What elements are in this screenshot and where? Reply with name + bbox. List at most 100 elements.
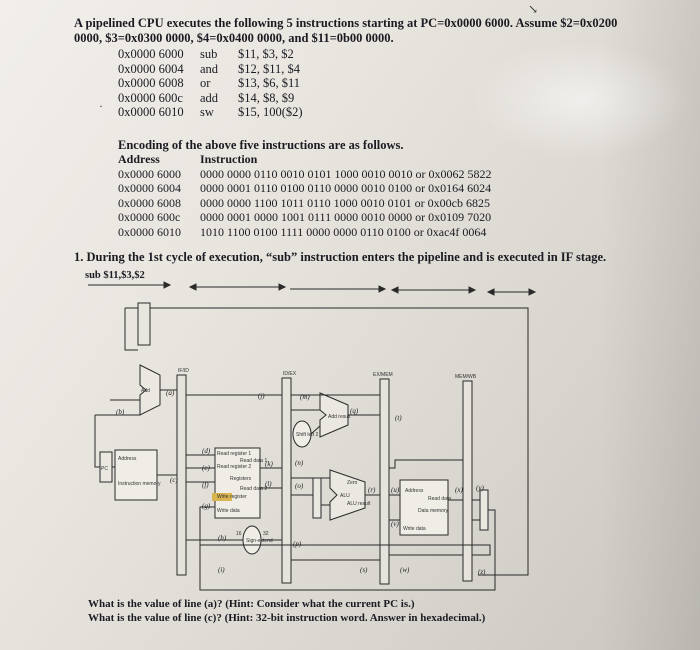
read-reg2-label: Read register 2 (217, 464, 251, 470)
registers-label: Registers (230, 476, 252, 482)
encoding-row: 0x0000 6004 0000 0001 0110 0100 0110 000… (118, 181, 492, 196)
enc-code: 1010 1100 0100 1111 0000 0000 0110 0100 … (200, 224, 487, 239)
light-glare (470, 40, 690, 160)
encoding-row: 0x0000 6008 0000 0000 1100 1011 0110 100… (118, 196, 492, 211)
instruction-row: 0x0000 6004 and $12, $11, $4 (118, 62, 303, 77)
line-label-n: (n) (295, 459, 304, 467)
instr-address: 0x0000 6010 (118, 105, 184, 119)
wire (310, 425, 321, 435)
if-id-label: IF/ID (178, 368, 189, 374)
imem-label: Instruction memory (118, 481, 161, 487)
instr-address: 0x0000 6004 (118, 61, 184, 76)
line-label-s: (s) (360, 566, 368, 574)
arrow-head (390, 286, 399, 294)
wire (200, 544, 491, 556)
zero-label: Zero (347, 480, 358, 486)
sign-extend-label: Sign-extend (246, 538, 273, 544)
wire (124, 308, 138, 351)
width-16-label: 16 (236, 531, 242, 537)
arrow-head (163, 281, 172, 289)
add-result-label: Add result (328, 414, 351, 420)
instr-args: $14, $8, $9 (238, 90, 295, 105)
col-instruction-header: Instruction (200, 152, 258, 166)
line-label-r: (r) (368, 486, 376, 494)
dmem-read-data-label: Read data (428, 496, 451, 502)
arrow-head (188, 283, 197, 291)
line-label-q: (q) (350, 407, 359, 415)
line-label-u: (u) (391, 486, 400, 494)
instr-args: $12, $11, $4 (238, 61, 301, 76)
line-label-d: (d) (202, 447, 211, 455)
encoding-row: 0x0000 6010 1010 1100 0100 1111 0000 000… (118, 225, 492, 240)
register-file (214, 447, 261, 519)
enc-code: 0000 0001 0110 0100 0110 0000 0010 0100 … (200, 181, 492, 195)
line-label-z: (z) (478, 568, 486, 576)
mem-wb-label: MEM/WB (455, 374, 477, 380)
arrow-head (278, 283, 287, 291)
line-label-p: (p) (293, 540, 302, 548)
encoding-table: Address Instruction 0x0000 6000 0000 000… (118, 152, 492, 239)
line-label-w: (w) (400, 566, 410, 574)
line-label-o: (o) (295, 482, 304, 490)
instr-address: 0x0000 600c (118, 90, 183, 105)
problem-intro: A pipelined CPU executes the following 5… (74, 16, 618, 45)
id-ex-label: ID/EX (283, 371, 297, 377)
pc-adder (139, 364, 161, 416)
dmem-label: Data memory (418, 508, 449, 514)
enc-address: 0x0000 600c (118, 210, 181, 224)
instr-args: $15, 100($2) (238, 105, 303, 119)
line-label-h: (h) (218, 534, 227, 542)
enc-address: 0x0000 6004 (118, 181, 181, 195)
alu-src-mux (312, 477, 322, 519)
alu-result-label: ALU result (347, 501, 371, 507)
encoding-row: 0x0000 6000 0000 0000 0110 0010 0101 100… (118, 167, 492, 182)
question-line-c: What is the value of line (c)? (Hint: 32… (88, 612, 486, 624)
instr-args: $13, $6, $11 (238, 76, 301, 90)
instruction-row: 0x0000 6000 sub $11, $3, $2 (118, 47, 303, 62)
arrow-head (468, 286, 477, 294)
line-label-j: (j) (258, 392, 265, 400)
instruction-row: 0x0000 6008 or $13, $6, $11 (118, 76, 303, 91)
line-label-m: (m) (300, 393, 310, 401)
encoding-heading: Encoding of the above five instructions … (118, 138, 404, 152)
enc-code: 0000 0000 1100 1011 0110 1000 0010 0101 … (200, 195, 490, 210)
enc-address: 0x0000 6000 (118, 166, 181, 181)
if-id-register (176, 374, 187, 576)
instr-address: 0x0000 6000 (118, 47, 184, 61)
line-label-e: (e) (202, 464, 210, 472)
instr-op: add (200, 90, 219, 105)
instruction-memory (114, 449, 158, 501)
wb-mux (479, 489, 489, 531)
question-line-a: What is the value of line (a)? (Hint: Co… (88, 598, 415, 610)
arrow-head (486, 288, 495, 296)
branch-adder (319, 392, 349, 438)
encoding-row: 0x0000 600c 0000 0001 0000 1001 0111 000… (118, 210, 492, 225)
instr-op: or (200, 76, 211, 90)
line-label-l: (l) (265, 480, 272, 488)
enc-address: 0x0000 6008 (118, 195, 181, 210)
ex-mem-label: EX/MEM (373, 372, 393, 378)
sub-instruction-label: sub $11,$3,$2 (85, 270, 145, 281)
dmem-address-label: Address (405, 488, 424, 494)
pc-label: PC (101, 466, 108, 472)
pen-mark: ↘ (528, 2, 539, 16)
read-reg1-label: Read register 1 (217, 451, 251, 457)
pc-adder-label: Add (141, 388, 150, 394)
write-data-label: Write data (217, 508, 240, 514)
read-data2-label: Read data 2 (240, 486, 267, 492)
write-reg-label: Write register (217, 494, 247, 500)
instr-op: and (200, 61, 219, 76)
col-address-header: Address (118, 152, 160, 166)
bullet-mark: · (99, 99, 103, 113)
alu (329, 469, 366, 521)
enc-code: 0000 0001 0000 1001 0111 0000 0010 0000 … (200, 210, 492, 224)
line-label-v: (v) (391, 520, 399, 528)
width-32-label: 32 (263, 531, 269, 537)
enc-code: 0000 0000 0110 0010 0101 1000 0010 0010 … (200, 166, 492, 181)
imem-address-label: Address (118, 456, 137, 462)
alu-label: ALU (340, 493, 350, 499)
wire (94, 415, 100, 468)
dmem-write-data-label: Write data (403, 526, 426, 532)
